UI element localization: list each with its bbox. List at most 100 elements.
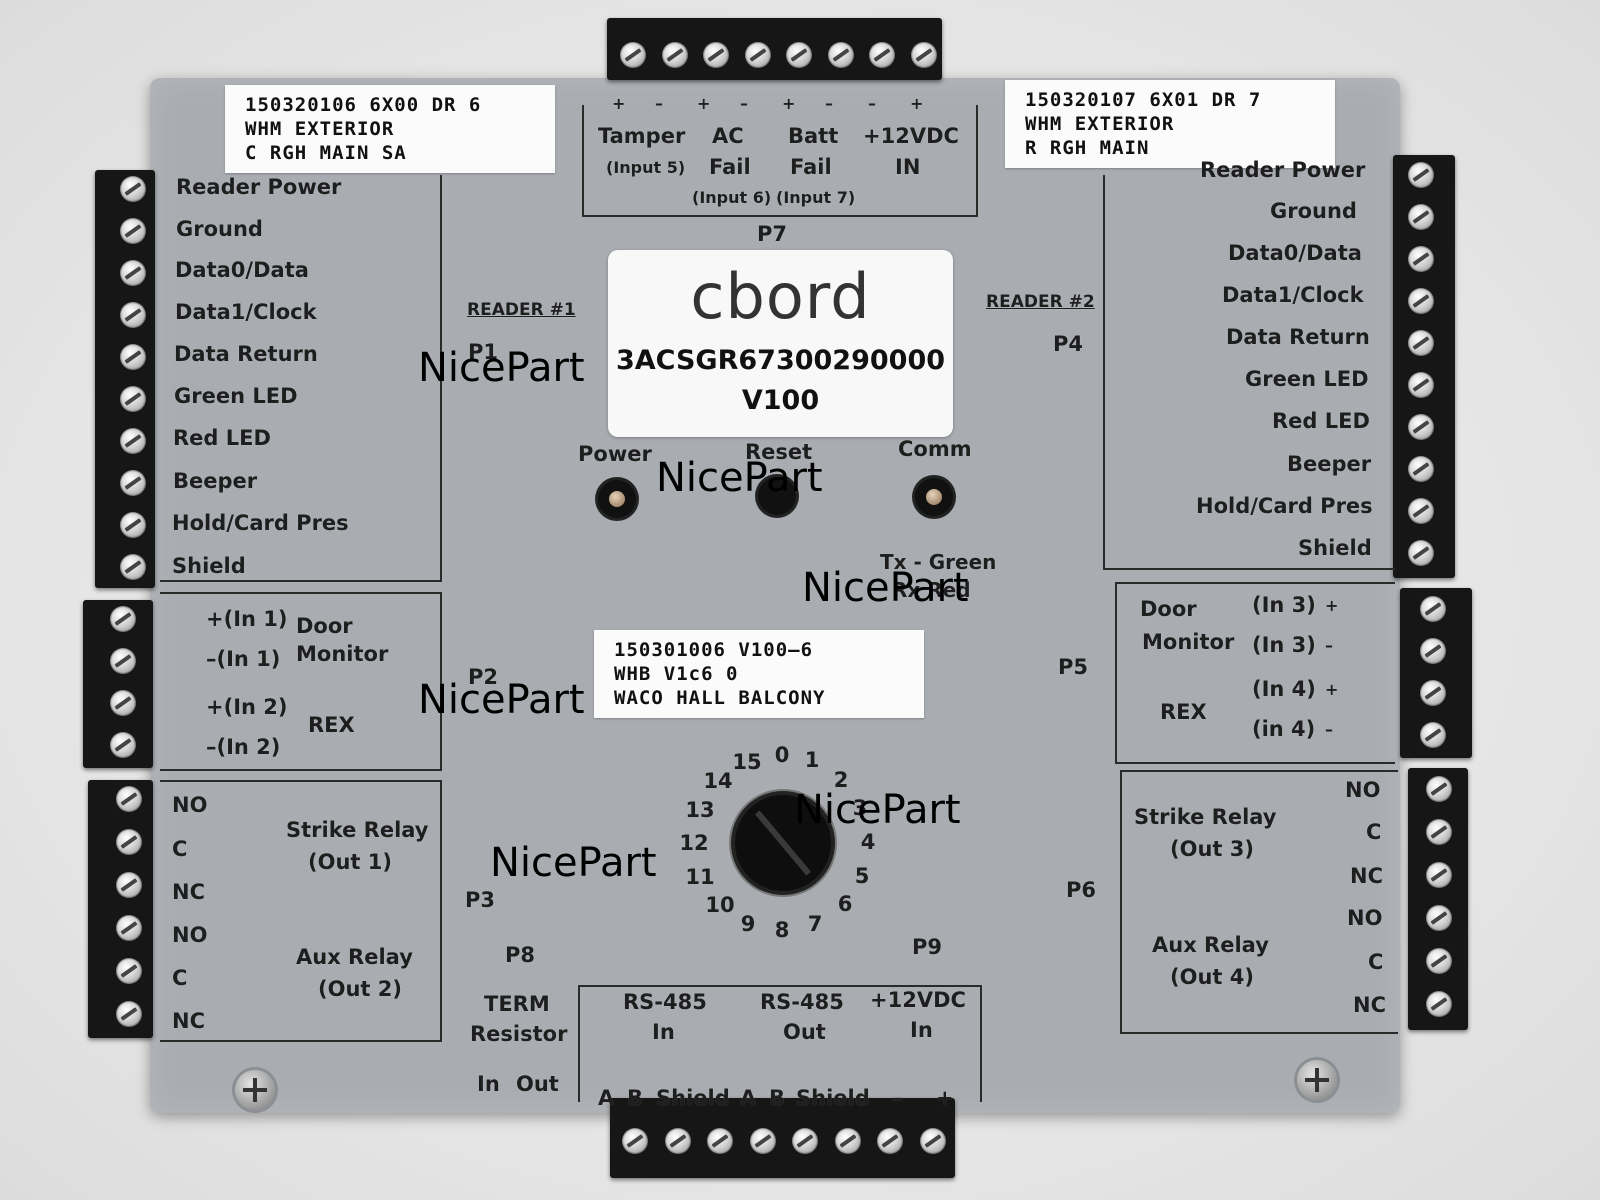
left-terminal-label: Data1/Clock bbox=[175, 300, 317, 324]
terminal-strip-p3 bbox=[88, 780, 153, 1038]
rex-label-right: REX bbox=[1160, 700, 1207, 724]
right-terminal-label: Data1/Clock bbox=[1222, 283, 1364, 307]
terminal-screw bbox=[116, 958, 142, 984]
left-terminal-label: Data Return bbox=[174, 342, 318, 366]
aux-relay-out-label-right: (Out 4) bbox=[1170, 965, 1254, 989]
bottom-pin-label: Shield bbox=[796, 1086, 870, 1110]
terminal-screw bbox=[1408, 456, 1434, 482]
dial-number: 14 bbox=[703, 769, 733, 793]
reset-button[interactable] bbox=[758, 477, 796, 515]
terminal-screw bbox=[110, 648, 136, 674]
watermark: NicePart bbox=[794, 787, 961, 833]
bottom-pin-label: + bbox=[936, 1086, 954, 1110]
terminal-screw bbox=[1426, 991, 1452, 1017]
door-monitor-sub-label-right: Monitor bbox=[1142, 630, 1235, 654]
terminal-screw bbox=[120, 302, 146, 328]
terminal-screw bbox=[703, 42, 729, 68]
terminal-screw bbox=[116, 915, 142, 941]
reader-1-label: READER #1 bbox=[467, 300, 576, 320]
relay-nc-right: NC bbox=[1353, 993, 1386, 1017]
relay-no: NO bbox=[172, 923, 208, 947]
dial-number: 6 bbox=[837, 892, 853, 916]
term-out-label: Out bbox=[516, 1072, 559, 1096]
rs485-out-sub-label: Out bbox=[783, 1020, 826, 1044]
sticker-center-line: 150301006 V100–6 bbox=[614, 639, 814, 661]
terminal-screw bbox=[120, 260, 146, 286]
ac-input-label: (Input 6) bbox=[692, 188, 772, 207]
p3-frame bbox=[160, 780, 442, 1042]
right-terminal-label: Beeper bbox=[1287, 452, 1372, 476]
reset-button-label: Reset bbox=[745, 440, 813, 464]
left-terminal-label: Shield bbox=[172, 554, 246, 578]
rex-label: REX bbox=[308, 713, 355, 737]
port-p8: P8 bbox=[505, 943, 536, 967]
terminal-screw bbox=[120, 470, 146, 496]
resistor-label: Resistor bbox=[470, 1022, 568, 1046]
terminal-strip-p9 bbox=[610, 1098, 955, 1178]
terminal-screw bbox=[120, 386, 146, 412]
dial-number: 11 bbox=[685, 865, 715, 889]
door-in3-plus: (In 3) bbox=[1252, 593, 1316, 617]
port-p6: P6 bbox=[1066, 878, 1097, 902]
terminal-screw bbox=[749, 1128, 776, 1154]
left-terminal-label: Hold/Card Pres bbox=[172, 511, 349, 535]
p4-frame bbox=[1103, 175, 1395, 570]
comm-led-label: Comm bbox=[898, 437, 972, 461]
dial-number: 1 bbox=[804, 748, 820, 772]
watermark: NicePart bbox=[802, 565, 969, 611]
watermark: NicePart bbox=[490, 840, 657, 886]
terminal-screw bbox=[110, 732, 136, 758]
right-terminal-label: Reader Power bbox=[1200, 158, 1366, 182]
terminal-screw bbox=[834, 1128, 861, 1154]
strike-relay-label-right: Strike Relay bbox=[1134, 805, 1277, 829]
tamper-label: Tamper bbox=[598, 124, 686, 148]
term-in-label: In bbox=[477, 1072, 500, 1096]
sticker-left-line: WHM EXTERIOR bbox=[245, 118, 395, 140]
right-terminal-label: Data0/Data bbox=[1228, 241, 1362, 265]
ac-fail-label: Fail bbox=[709, 155, 751, 179]
relay-no-right: NO bbox=[1345, 778, 1381, 802]
terminal-screw bbox=[919, 1128, 946, 1154]
terminal-screw bbox=[120, 218, 146, 244]
terminal-screw bbox=[116, 872, 142, 898]
right-terminal-label: Ground bbox=[1270, 199, 1357, 223]
aux-relay-label: Aux Relay bbox=[296, 945, 413, 969]
sticker-right-line: WHM EXTERIOR bbox=[1025, 113, 1175, 135]
dial-number: 8 bbox=[774, 918, 790, 942]
reader-2-label: READER #2 bbox=[986, 292, 1095, 312]
port-p4: P4 bbox=[1053, 332, 1084, 356]
terminal-screw bbox=[1408, 540, 1434, 566]
bottom-pin-label: A bbox=[598, 1086, 615, 1110]
sticker-right: 150320107 6X01 DR 7 WHM EXTERIOR R RGH M… bbox=[1005, 80, 1335, 168]
terminal-screw bbox=[110, 606, 136, 632]
bottom-pin-label: A bbox=[740, 1086, 757, 1110]
aux-relay-out-label: (Out 2) bbox=[318, 977, 402, 1001]
relay-nc: NC bbox=[172, 880, 205, 904]
terminal-screw bbox=[120, 512, 146, 538]
terminal-screw bbox=[1408, 330, 1434, 356]
terminal-screw bbox=[1426, 819, 1452, 845]
dial-number: 13 bbox=[685, 798, 715, 822]
rex-in4-plus-sign: + bbox=[1325, 680, 1339, 699]
relay-nc: NC bbox=[172, 1009, 205, 1033]
power-led-label: Power bbox=[578, 442, 652, 466]
terminal-screw bbox=[1408, 246, 1434, 272]
terminal-screw bbox=[1408, 498, 1434, 524]
rex-in2-minus: –(In 2) bbox=[206, 735, 281, 759]
left-terminal-label: Reader Power bbox=[176, 175, 342, 199]
sticker-center-line: WHB V1c6 0 bbox=[614, 663, 739, 685]
terminal-screw bbox=[120, 554, 146, 580]
port-p5: P5 bbox=[1058, 655, 1089, 679]
firmware-version: V100 bbox=[741, 385, 820, 416]
dial-number: 15 bbox=[732, 750, 762, 774]
sticker-right-line: 150320107 6X01 DR 7 bbox=[1025, 89, 1262, 111]
relay-no: NO bbox=[172, 793, 208, 817]
right-terminal-label: Green LED bbox=[1245, 367, 1369, 391]
batt-label: Batt bbox=[788, 124, 839, 148]
relay-no-right: NO bbox=[1347, 906, 1383, 930]
batt-input-label: (Input 7) bbox=[776, 188, 856, 207]
strike-relay-out-label: (Out 1) bbox=[308, 850, 392, 874]
address-rotary-switch[interactable] bbox=[735, 795, 831, 891]
terminal-screw bbox=[1420, 680, 1446, 706]
bottom-pin-label: B bbox=[627, 1086, 644, 1110]
